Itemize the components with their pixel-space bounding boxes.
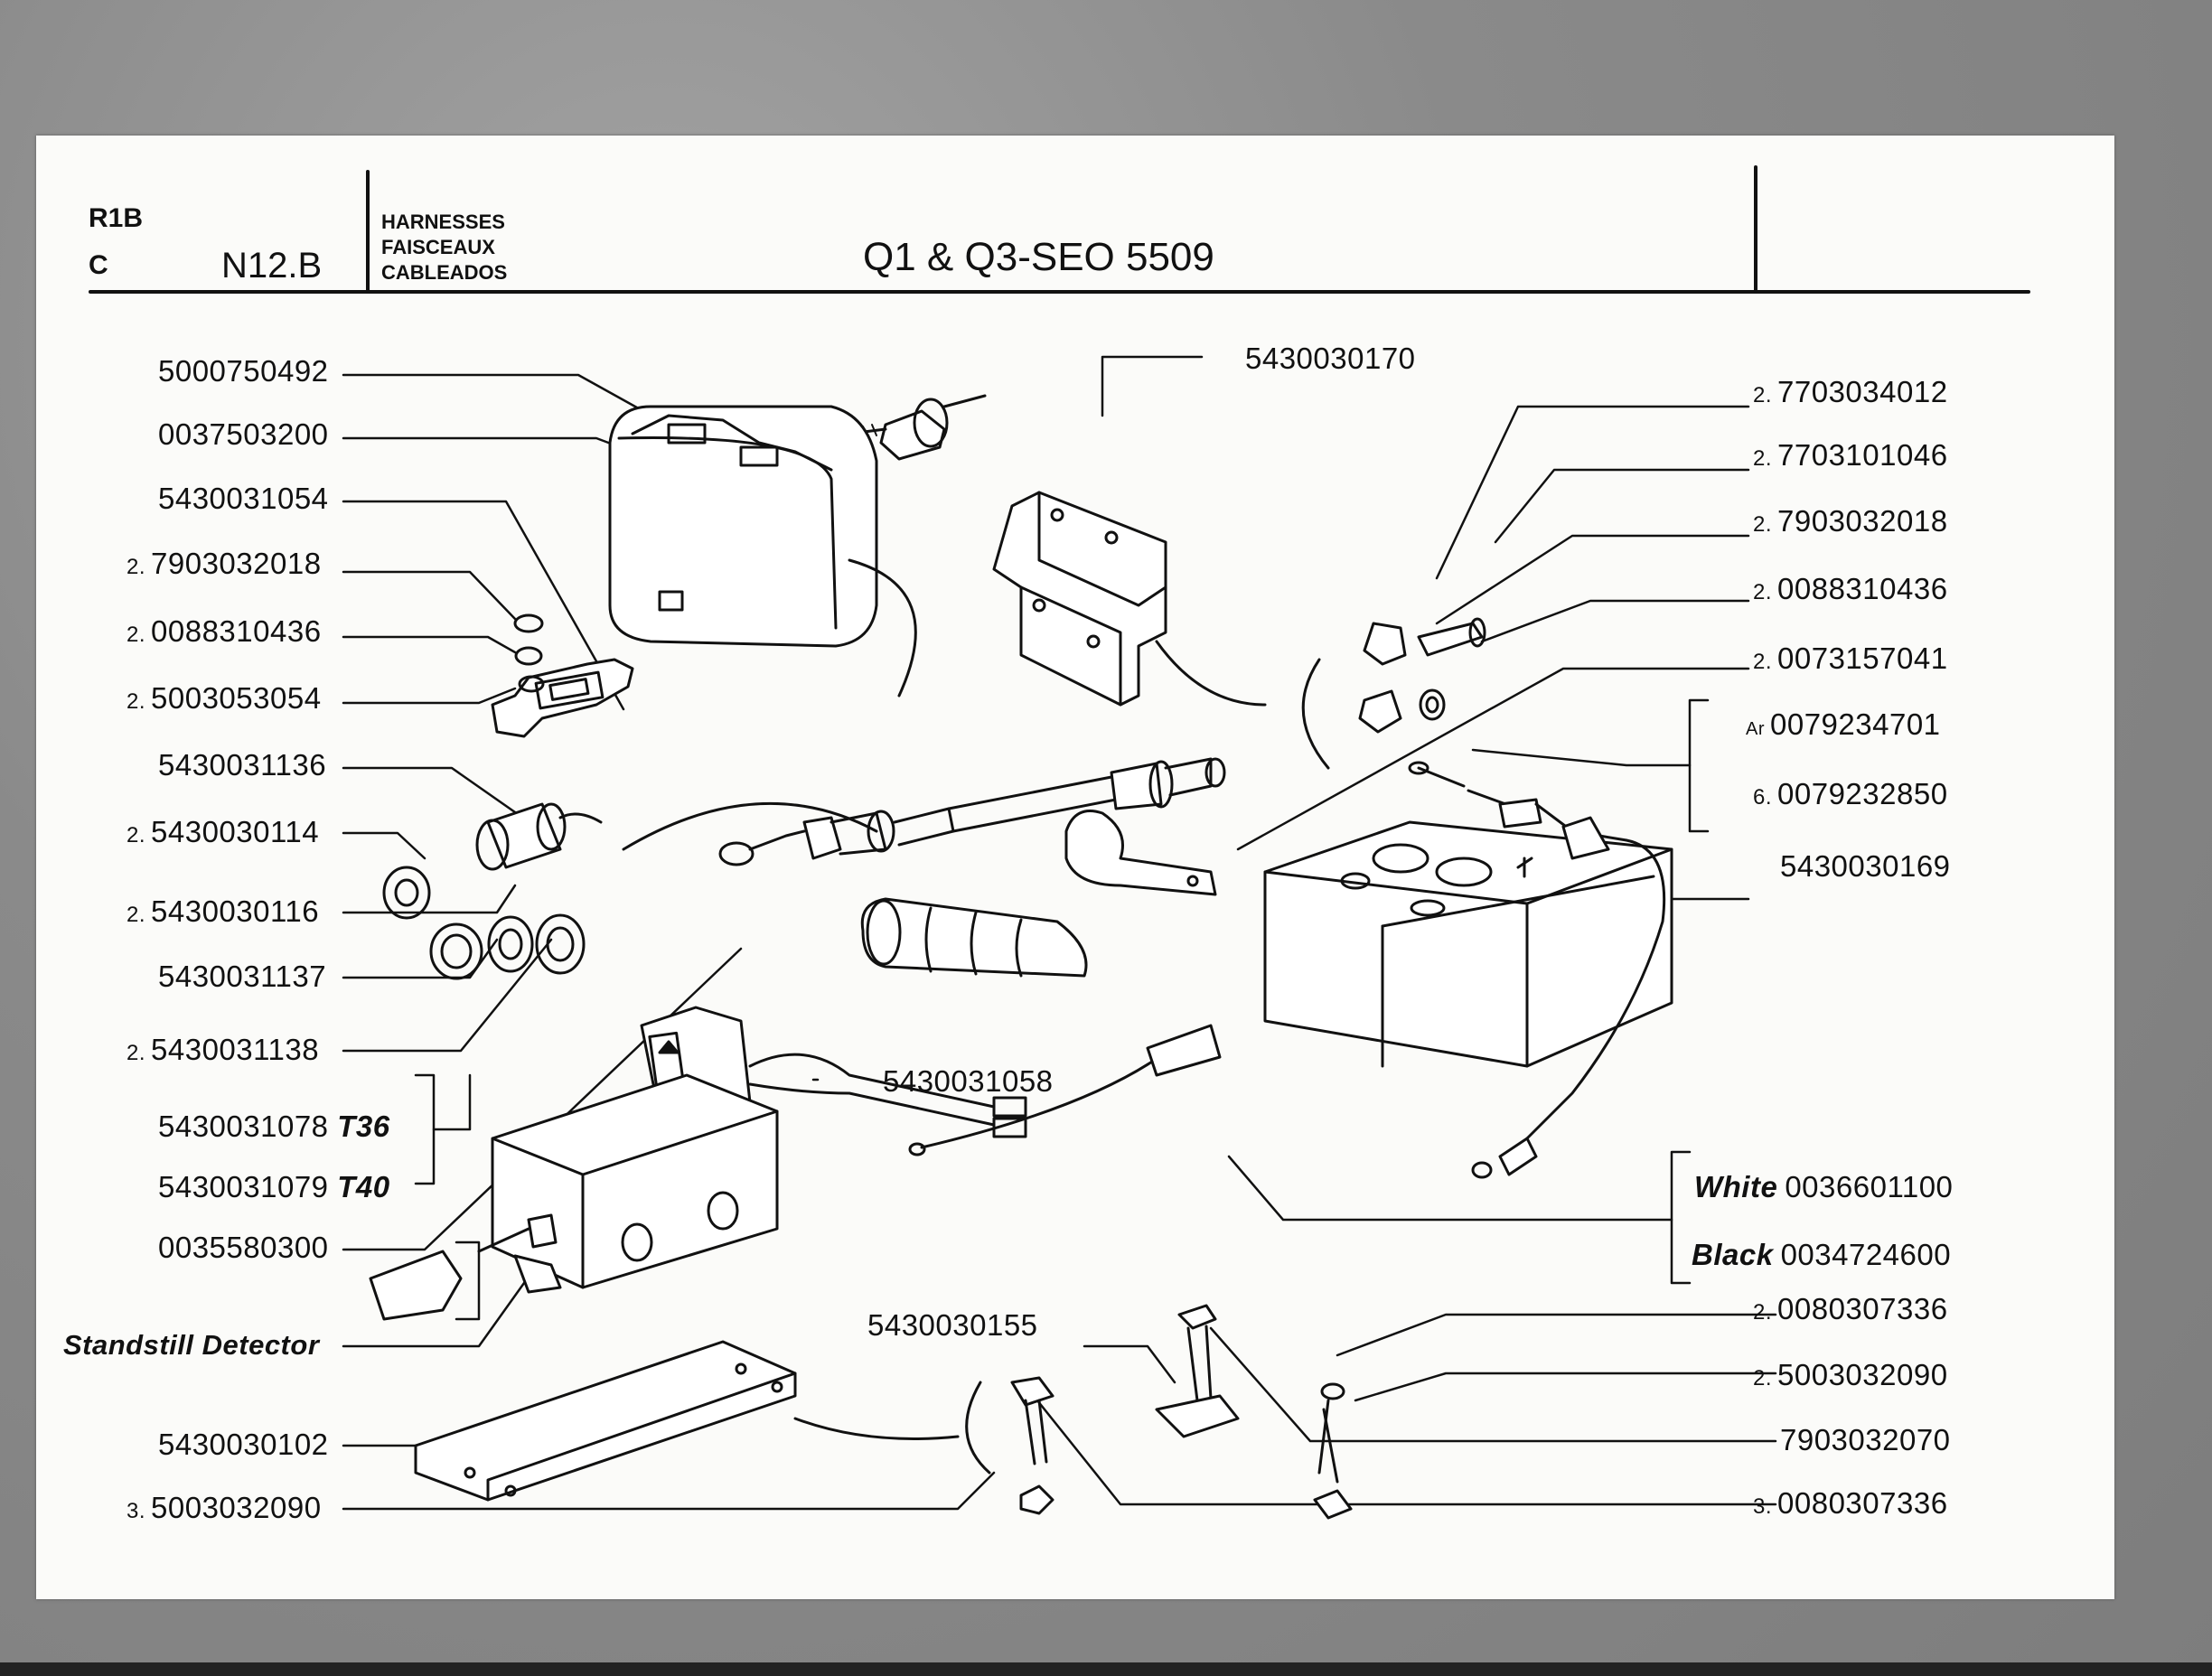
t36-t40-brace	[455, 1241, 481, 1321]
small-hardware-right	[1301, 617, 1486, 770]
standstill-detector-label: Standstill Detector	[63, 1329, 320, 1361]
part-label: 2.7703034012	[1753, 375, 1948, 408]
category-fr: FAISCEAUX	[381, 236, 495, 258]
part-label: 2.5003053054	[127, 681, 322, 715]
part-label: 2.0088310436	[127, 614, 322, 648]
part-label: 2.0080307336	[1753, 1292, 1948, 1325]
sensor-lead	[908, 1024, 1222, 1156]
battery-cable	[622, 757, 1226, 866]
switch-label: 5430031058	[883, 1064, 1054, 1098]
header-rules	[89, 165, 2030, 294]
exploded-diagram	[89, 165, 2030, 1520]
part-label: 3.0080307336	[1753, 1486, 1948, 1520]
mounting-bracket	[992, 491, 1267, 707]
code-r1b: R1B	[89, 203, 144, 233]
cable-gland	[382, 802, 603, 980]
rubber-boot	[860, 897, 1088, 978]
scan-edge	[0, 1662, 2212, 1676]
parts-sheet: R1B C N12.B HARNESSES FAISCEAUX CABLEADO…	[36, 136, 2114, 1599]
part-label: 3.5003032090	[127, 1491, 322, 1524]
part-label: 0037503200	[158, 417, 329, 451]
stud-label: 5430030155	[867, 1308, 1038, 1342]
category-es: CABLEADOS	[381, 261, 508, 284]
part-label: 5430031136	[158, 748, 327, 782]
detector-box	[369, 1073, 779, 1321]
part-label: 2.5003032090	[1753, 1358, 1948, 1391]
part-label: 5000750492	[158, 354, 329, 388]
part-label: 5430031079 T40	[158, 1170, 390, 1203]
base-plate	[414, 1340, 960, 1502]
page-title: Q1 & Q3-SEO 5509	[863, 235, 1214, 279]
small-hardware-left	[513, 613, 545, 693]
category-en: HARNESSES	[381, 211, 505, 233]
left-leaders	[342, 373, 996, 1511]
part-label: 2.0088310436	[1753, 572, 1948, 605]
part-label: 2.7703101046	[1753, 438, 1948, 472]
relay-box	[608, 405, 917, 698]
part-label: 2.0073157041	[1753, 641, 1948, 675]
part-label: 5430030102	[158, 1428, 329, 1461]
part-label: 2.5430030116	[127, 894, 320, 928]
section-code: N12.B	[221, 246, 323, 286]
part-label: 5430031054	[158, 482, 329, 515]
battery	[1263, 761, 1673, 1179]
part-label: 2.5430030114	[127, 815, 320, 848]
part-label: 5430031137	[158, 960, 327, 993]
part-label: 2.7903032018	[1753, 504, 1948, 538]
fuse-holder	[491, 658, 634, 738]
part-label: 0035580300	[158, 1231, 329, 1264]
p-clip	[1064, 810, 1217, 896]
part-label: 2.7903032018	[127, 547, 322, 580]
bracket-label: 5430030170	[1245, 342, 1416, 375]
bottom-hardware	[965, 1304, 1353, 1520]
part-label: 6.0079232850	[1753, 777, 1948, 810]
right-leaders	[811, 355, 1777, 1506]
part-label: 5430031078 T36	[158, 1110, 390, 1143]
part-label: 2.5430031138	[127, 1033, 320, 1066]
part-label: 7903032070	[1780, 1423, 1951, 1456]
code-c: C	[89, 250, 108, 280]
part-label: 5430030169	[1780, 849, 1951, 883]
